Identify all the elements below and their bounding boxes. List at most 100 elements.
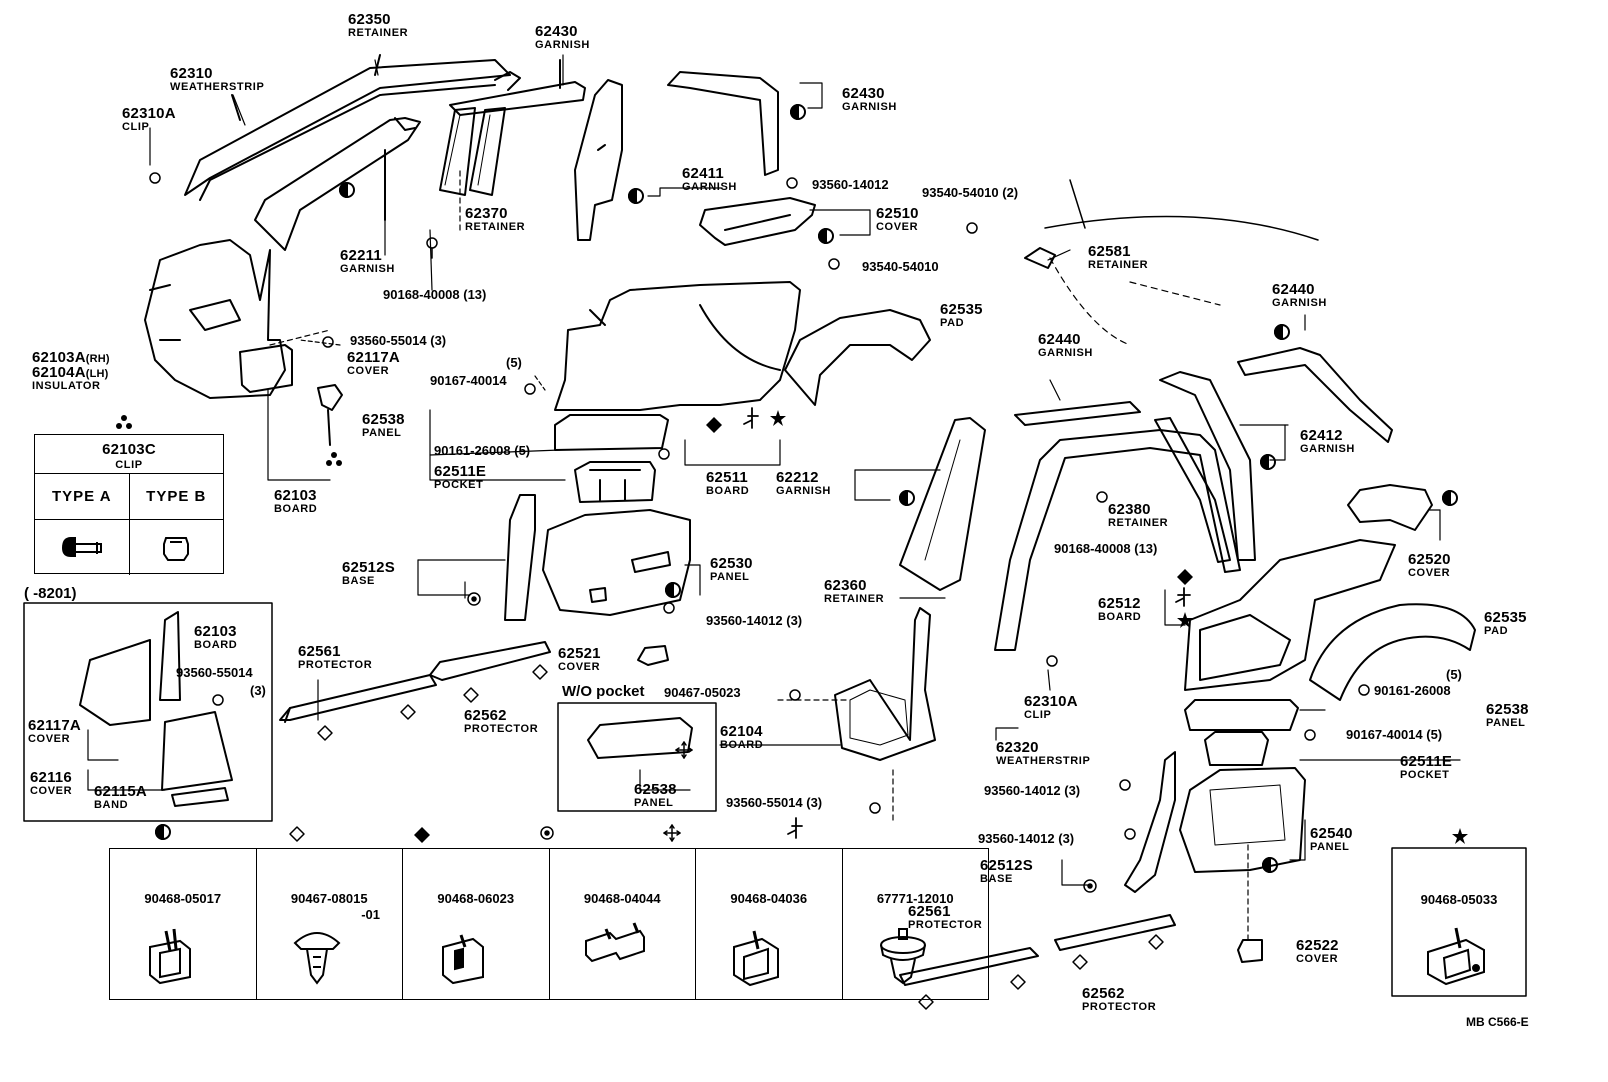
part-number: 62212: [776, 469, 819, 486]
part-number: 62412: [1300, 427, 1343, 444]
insulator-rh-side: (RH): [85, 353, 110, 365]
insulator-rh-number: 62103A: [32, 349, 86, 366]
part-name: BOARD: [1098, 611, 1142, 623]
part-number: 62511: [706, 469, 748, 486]
part-name: PANEL: [1310, 841, 1350, 853]
part-number: 62440: [1038, 331, 1081, 348]
fastener-93560-14012: 93560-14012: [812, 177, 889, 192]
roof-dash2: [1049, 257, 1131, 346]
fastener-90161-26008-right: 90161-26008: [1374, 683, 1451, 698]
part-name: GARNISH: [1038, 347, 1093, 359]
garnish-62440-shape: [1014, 401, 1141, 426]
part-name: COVER: [876, 221, 919, 233]
part-number: 62538: [362, 411, 405, 428]
part-name: COVER: [347, 365, 390, 377]
part-name: PROTECTOR: [1082, 1001, 1157, 1013]
part-name: BOARD: [194, 639, 238, 651]
three-dot-markers: [116, 415, 342, 466]
pad-62535-top-shape: [784, 309, 931, 406]
part-number: 62540: [1310, 825, 1353, 842]
pinwheel-markers: [743, 407, 1191, 839]
wo-pocket-title: W/O pocket: [562, 683, 645, 700]
part-number: 62535: [940, 301, 983, 318]
clip-part-number: 90468-06023: [437, 891, 515, 906]
leader-lines: [87, 54, 1461, 941]
garnish-62440-right-shape: [1237, 347, 1393, 443]
inset-range-label: ( -8201): [24, 585, 77, 602]
panel-62538-right-shape: [1184, 699, 1299, 731]
part-number: 62103: [194, 623, 237, 640]
clip-67771-12010-icon: [879, 928, 926, 985]
inset-cover-62116-shape: [161, 711, 233, 791]
clip-type-labels: TYPE A TYPE B: [35, 474, 223, 520]
panel-62540-shape: [1179, 767, 1306, 873]
part-number: 62440: [1272, 281, 1315, 298]
part-number: 62380: [1108, 501, 1151, 518]
part-name: GARNISH: [340, 263, 395, 275]
clip-90468-04036-icon: [733, 930, 779, 987]
part-number: 62115A: [94, 783, 147, 800]
fastener-93560-14012-3: 93560-14012 (3): [706, 613, 803, 628]
wo-pocket-frame: [557, 702, 717, 812]
weatherstrip-62320-shape: [994, 429, 1241, 651]
clip-cell-4: 90468-04044: [550, 849, 696, 999]
clip-part-number: 90468-04036: [730, 891, 808, 906]
inset-frame: [23, 602, 273, 822]
part-name: RETAINER: [824, 593, 885, 605]
screw-icons: [149, 172, 1370, 840]
part-number: 62562: [464, 707, 507, 724]
part-number: 62510: [876, 205, 919, 222]
part-number: 62310A: [122, 105, 176, 122]
part-number: 62360: [824, 577, 867, 594]
wo-pocket-panel-shape: [587, 717, 693, 759]
part-number: 62320: [996, 739, 1039, 756]
clip-cell-5: 90468-04036: [696, 849, 843, 999]
part-number: 62530: [710, 555, 753, 572]
clip-part-number: 90468-05017: [144, 891, 222, 906]
fastener-93560-55014: 93560-55014 (3): [350, 333, 447, 348]
garnish-62412-shape: [1159, 371, 1256, 561]
insulator-lh-number: 62104A: [32, 364, 86, 381]
retainer-62370-shape: [439, 107, 506, 231]
type-b-clip-icon: [163, 537, 189, 561]
part-name: GARNISH: [842, 101, 897, 113]
protector-62562-shape: [429, 641, 551, 681]
weatherstrip-62310-shape: [184, 54, 511, 201]
part-name: COVER: [30, 785, 73, 797]
protector-62562-right-shape: [1054, 914, 1176, 951]
pocket-62511E-right-shape: [1204, 731, 1269, 766]
type-a-clip: [35, 520, 130, 575]
roof-dash3: [1129, 281, 1221, 306]
fastener-93540-54010-2: 93540-54010 (2): [922, 185, 1019, 200]
garnish-62212-shape: [899, 417, 986, 591]
part-name: PAD: [1484, 625, 1509, 637]
type-b-label: TYPE B: [146, 488, 207, 505]
part-name: BAND: [94, 799, 129, 811]
part-number: 62538: [634, 781, 677, 798]
part-number: 62310A: [1024, 693, 1078, 710]
clip-part-number: 90468-04044: [583, 891, 661, 906]
part-number: 62350: [348, 11, 391, 28]
part-name: CLIP: [122, 121, 150, 133]
part-name: WEATHERSTRIP: [170, 81, 265, 93]
pad-62535-right-shape: [1309, 603, 1476, 701]
inset-band-62115A-shape: [171, 787, 229, 807]
